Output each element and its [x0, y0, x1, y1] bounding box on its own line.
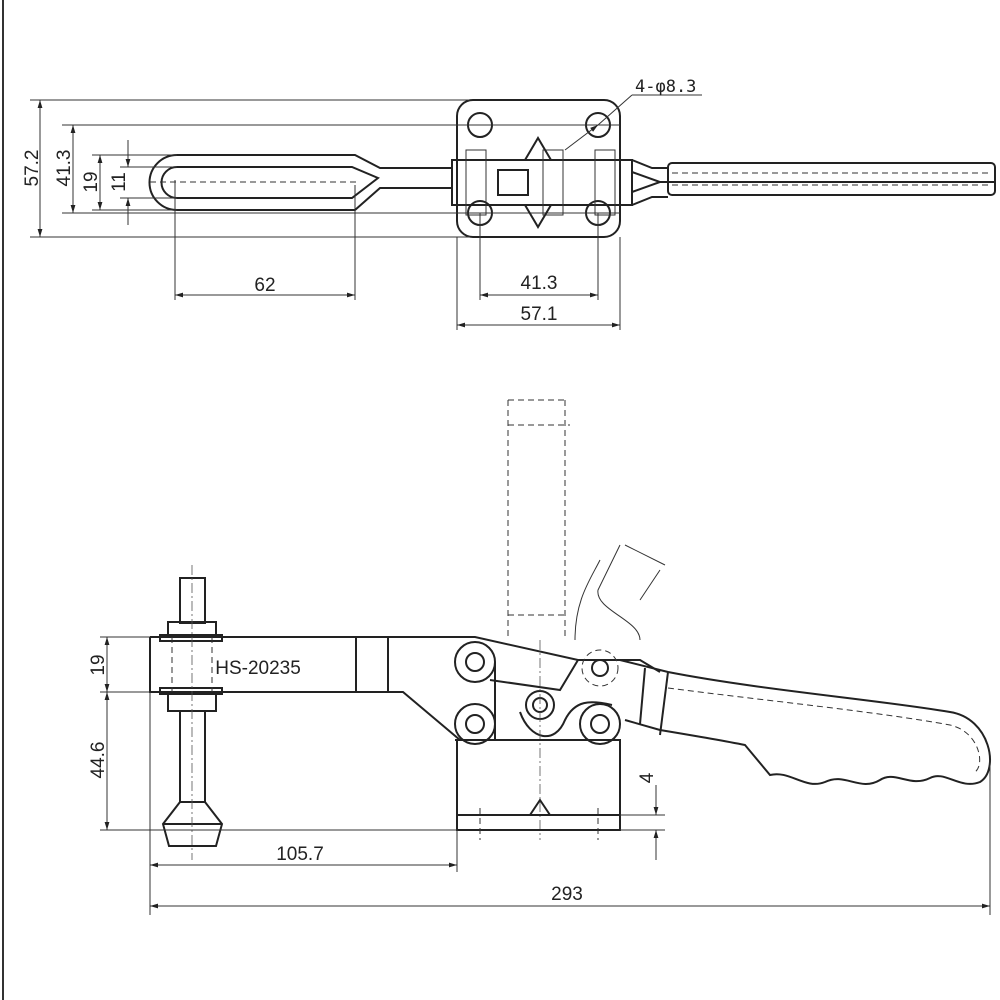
dim-loop-length: 62	[254, 275, 275, 296]
dim-loop-inner: 11	[109, 172, 130, 192]
mounting-holes	[467, 112, 611, 226]
model-label: HS-20235	[215, 658, 301, 679]
side-view: HS-20235	[88, 399, 991, 915]
dim-arm-height: 19	[88, 654, 109, 675]
base	[456, 739, 621, 831]
dim-spindle-height: 44.6	[88, 742, 109, 779]
dim-reach: 105.7	[276, 844, 324, 865]
handle-grip	[667, 162, 996, 196]
dim-base-thickness: 4	[637, 772, 658, 783]
spindle	[159, 565, 224, 860]
clamp-body	[451, 159, 633, 206]
top-view: 4-φ8.3 57.2 41.3 19 11 62 41.3 57.1	[22, 77, 996, 330]
handle	[619, 659, 991, 785]
base-plate	[456, 99, 621, 238]
dim-overall-height: 57.2	[22, 150, 43, 187]
dim-hole-spacing-v: 41.3	[54, 150, 75, 187]
dim-loop-outer: 19	[81, 171, 102, 192]
dim-hole-spacing-h: 41.3	[521, 273, 558, 294]
clamp-arm	[149, 636, 661, 741]
hole-callout-label: 4-φ8.3	[635, 77, 696, 97]
dim-base-width: 57.1	[521, 304, 558, 325]
dim-overall-length: 293	[551, 884, 583, 905]
